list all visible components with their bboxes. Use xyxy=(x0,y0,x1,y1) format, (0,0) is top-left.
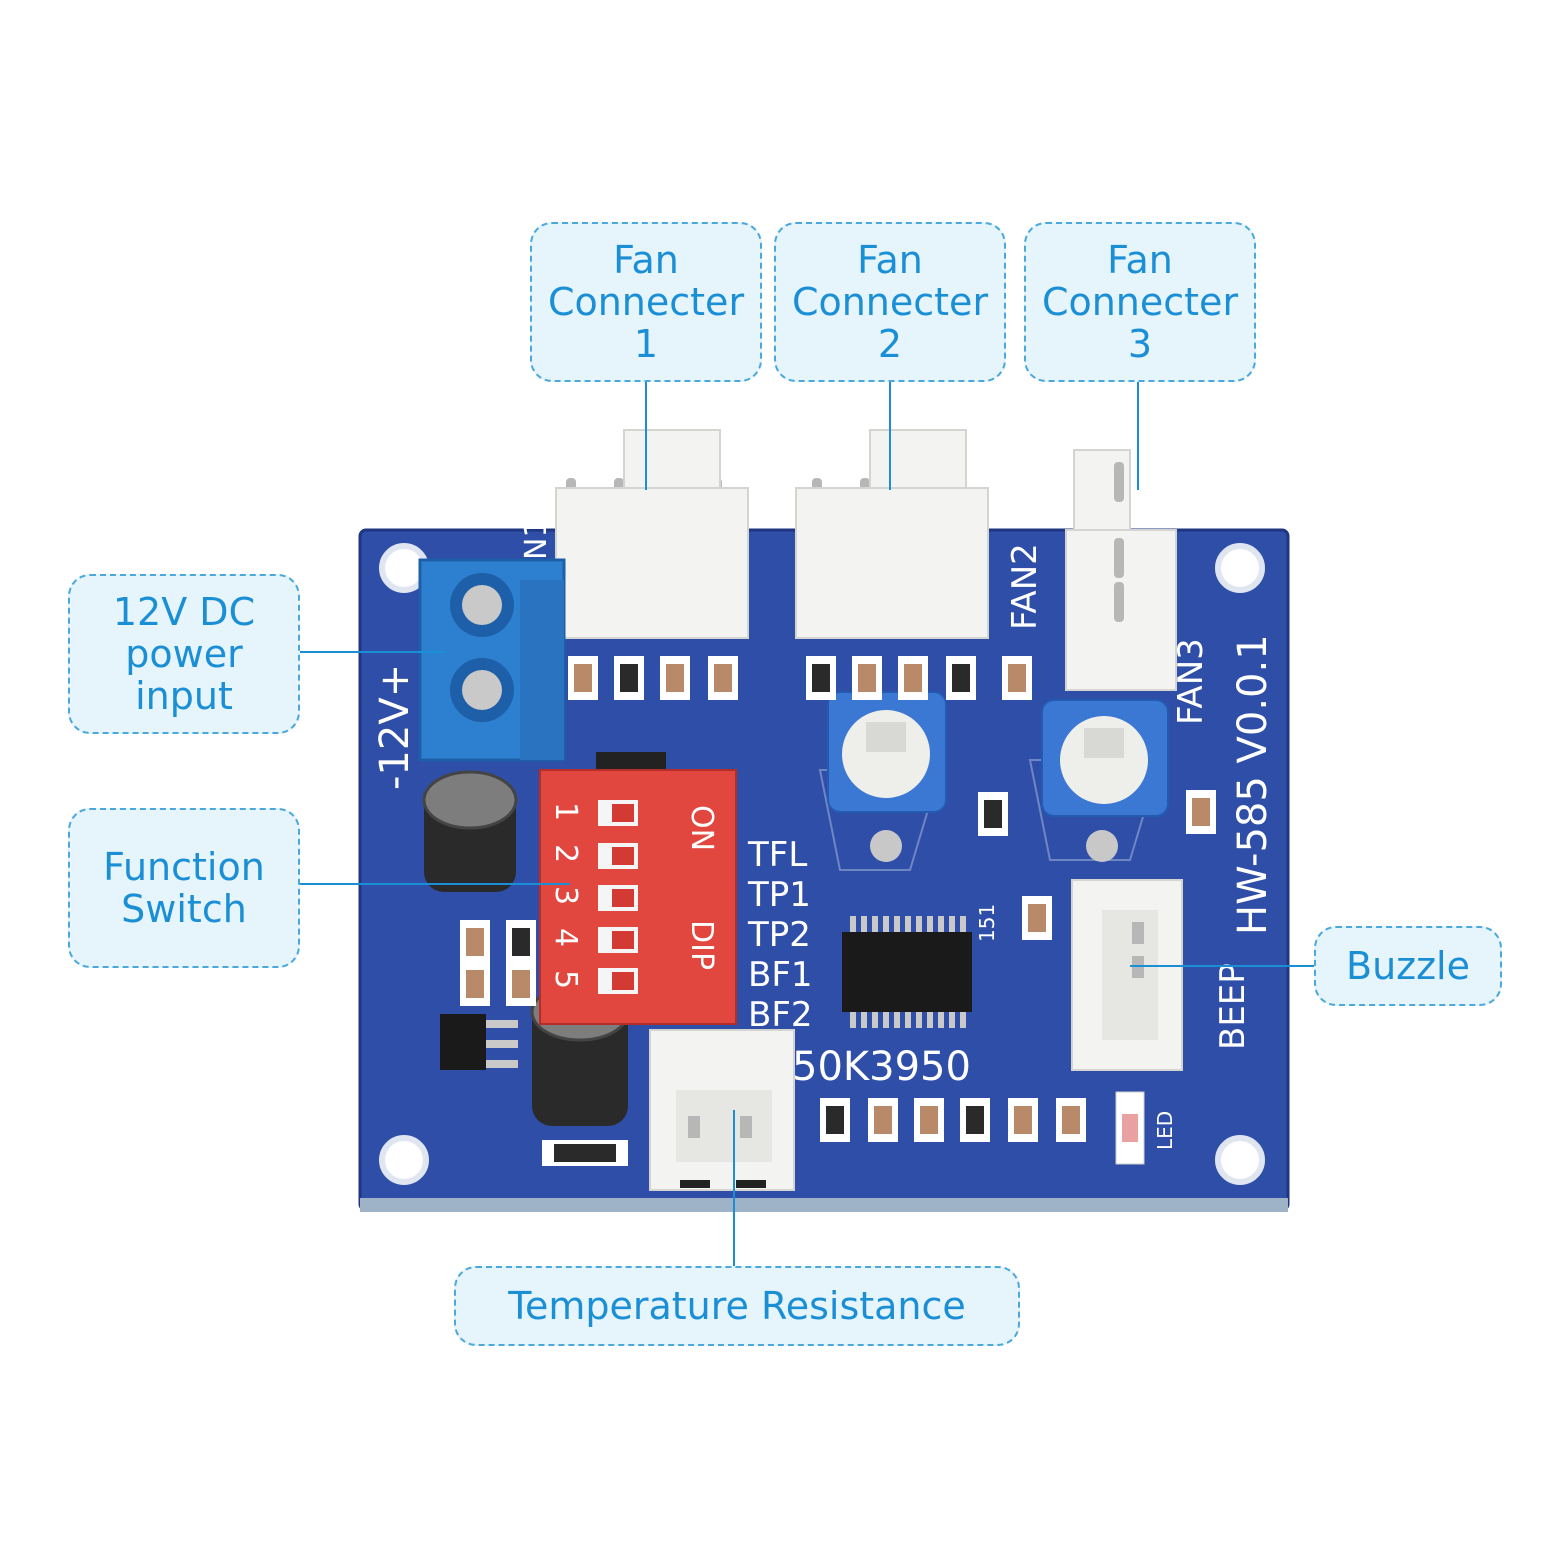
fan-connector-1 xyxy=(555,429,749,639)
callout-fan3-line1: Fan xyxy=(1107,238,1173,282)
smd-components xyxy=(460,656,1216,1166)
ic-chip xyxy=(842,916,972,1028)
switch-label: BF1 xyxy=(748,955,813,995)
smd-resistor xyxy=(568,656,598,700)
silk-ic-label: 151 xyxy=(975,904,999,942)
callout-function-line2: Switch xyxy=(121,887,247,931)
switch-label: TP2 xyxy=(747,915,811,955)
dip-number: 2 xyxy=(548,844,583,863)
buzzer-connector xyxy=(1071,879,1183,1071)
dip-number: 1 xyxy=(548,802,583,821)
smd-resistor xyxy=(1056,1098,1086,1142)
callout-temperature-resistance: Temperature Resistance xyxy=(454,1266,1020,1346)
callout-power-line2: power xyxy=(125,632,243,676)
smd-resistor xyxy=(506,962,536,1006)
silk-dip-on: ON xyxy=(684,805,719,851)
dip-switch xyxy=(539,752,737,1025)
smd-resistor xyxy=(460,962,490,1006)
callout-power-line1: 12V DC xyxy=(112,590,256,634)
thermistor-connector xyxy=(649,1029,795,1191)
callout-fan2-line1: Fan xyxy=(857,238,923,282)
pcb-board-edge xyxy=(360,1198,1288,1212)
smd-resistor xyxy=(660,656,690,700)
silk-fan2: FAN2 xyxy=(1005,543,1045,630)
smd-resistor xyxy=(1186,790,1216,834)
smd-resistor xyxy=(1022,896,1052,940)
dip-number: 5 xyxy=(548,970,583,989)
callout-fan2-line3: 2 xyxy=(877,322,903,366)
silk-beep: BEEP xyxy=(1213,963,1253,1050)
fan-connector-3 xyxy=(1065,449,1177,691)
callout-fan3-line2: Connecter xyxy=(1041,280,1239,324)
smd-resistor-horizontal xyxy=(542,1140,628,1166)
led xyxy=(1115,1091,1145,1165)
smd-resistor xyxy=(460,920,490,964)
callout-fan1-line2: Connecter xyxy=(547,280,745,324)
fan-connector-2 xyxy=(795,429,989,639)
silk-thermistor: 50K3950 xyxy=(792,1044,971,1090)
smd-resistor xyxy=(898,656,928,700)
switch-label: TFL xyxy=(747,835,807,875)
callout-power-line3: input xyxy=(135,674,233,718)
smd-resistor xyxy=(614,656,644,700)
potentiometer-1 xyxy=(818,691,947,871)
smd-resistor xyxy=(978,792,1008,836)
callout-temperature-label: Temperature Resistance xyxy=(508,1284,966,1328)
silk-led: LED xyxy=(1153,1111,1177,1150)
smd-resistor xyxy=(868,1098,898,1142)
smd-resistor xyxy=(1008,1098,1038,1142)
switch-label: BF2 xyxy=(748,995,813,1035)
callout-function-line1: Function xyxy=(103,845,265,889)
dip-numbers: 1 2 3 4 5 xyxy=(548,802,583,989)
smd-resistor xyxy=(820,1098,850,1142)
callout-fan2-line2: Connecter xyxy=(791,280,989,324)
smd-resistor xyxy=(806,656,836,700)
potentiometer-2 xyxy=(1028,699,1169,862)
mounting-holes xyxy=(379,543,1265,1185)
dip-number: 3 xyxy=(548,886,583,905)
transistor xyxy=(440,1014,518,1070)
callout-fan1-line1: Fan xyxy=(613,238,679,282)
callout-fan1-line3: 1 xyxy=(633,322,659,366)
silk-fan3: FAN3 xyxy=(1171,638,1211,725)
smd-resistor xyxy=(852,656,882,700)
dip-number: 4 xyxy=(548,928,583,947)
smd-resistor xyxy=(960,1098,990,1142)
smd-resistor xyxy=(1002,656,1032,700)
silk-dip-dip: DIP xyxy=(684,920,719,970)
smd-resistor xyxy=(506,920,536,964)
silk-power: -12V+ xyxy=(372,664,418,790)
switch-label: TP1 xyxy=(747,875,811,915)
smd-resistor xyxy=(914,1098,944,1142)
power-terminal-block xyxy=(418,558,566,762)
smd-resistor xyxy=(708,656,738,700)
smd-resistor xyxy=(946,656,976,700)
callout-fan3-line3: 3 xyxy=(1127,322,1153,366)
callout-buzzle-label: Buzzle xyxy=(1346,944,1470,988)
capacitor-top xyxy=(422,770,518,892)
leader-lines xyxy=(300,382,1314,1266)
callout-buzzle: Buzzle xyxy=(1314,926,1502,1006)
silk-fan1: N1 xyxy=(519,518,554,560)
silk-model: HW-585 V0.0.1 xyxy=(1230,634,1276,935)
